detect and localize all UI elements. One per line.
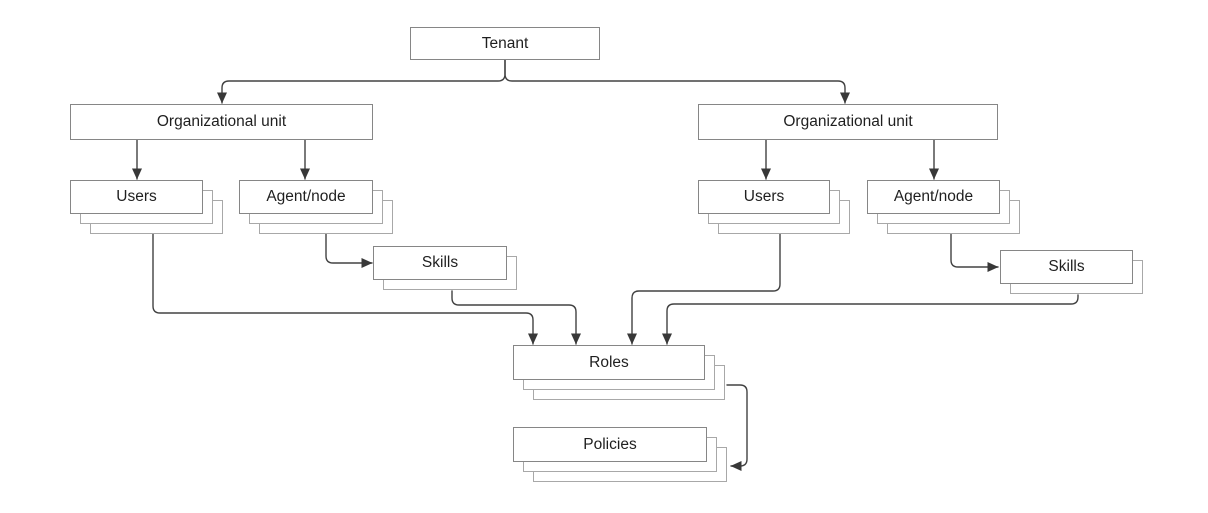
node-users-right: Users	[698, 180, 850, 234]
node-label: Policies	[583, 435, 637, 453]
node-label: Users	[116, 188, 157, 206]
node-box: Users	[698, 180, 830, 214]
node-policies: Policies	[513, 427, 727, 482]
node-box: Skills	[373, 246, 507, 280]
node-box: Agent/node	[867, 180, 1000, 214]
node-box: Policies	[513, 427, 707, 462]
edge-agent-right-to-skills-right	[950, 233, 999, 272]
edge-skills-right-to-roles	[662, 294, 1079, 345]
node-tenant: Tenant	[410, 27, 600, 60]
node-organizational-unit-left: Organizational unit	[70, 104, 373, 140]
node-label: Organizational unit	[783, 113, 913, 131]
node-label: Users	[743, 188, 785, 206]
edge-skills-left-to-roles	[451, 290, 581, 345]
node-box: Agent/node	[239, 180, 373, 214]
node-label: Organizational unit	[156, 113, 287, 131]
node-box: Skills	[1000, 250, 1133, 284]
node-agent-node-right: Agent/node	[867, 180, 1020, 234]
edge-roles-to-policies	[726, 384, 748, 471]
node-users-left: Users	[70, 180, 223, 234]
node-label: Agent/node	[893, 188, 974, 206]
edge-users-left-to-roles	[152, 233, 538, 345]
node-label: Skills	[421, 254, 459, 272]
node-box: Organizational unit	[70, 104, 373, 140]
node-label: Skills	[1048, 258, 1085, 276]
node-agent-node-left: Agent/node	[239, 180, 393, 234]
node-skills-left: Skills	[373, 246, 517, 290]
node-label: Agent/node	[266, 188, 346, 206]
node-box: Roles	[513, 345, 705, 380]
node-label: Tenant	[481, 34, 529, 52]
node-box: Users	[70, 180, 203, 214]
edge-tenant-to-ou-left	[217, 59, 506, 104]
node-roles: Roles	[513, 345, 725, 400]
edge-agent-left-to-skills-left	[325, 233, 373, 268]
node-box: Organizational unit	[698, 104, 998, 140]
node-label: Roles	[589, 353, 629, 371]
node-skills-right: Skills	[1000, 250, 1143, 294]
edge-users-right-to-roles	[627, 233, 781, 345]
edge-tenant-to-ou-right	[504, 59, 850, 104]
node-organizational-unit-right: Organizational unit	[698, 104, 998, 140]
node-box: Tenant	[410, 27, 600, 60]
